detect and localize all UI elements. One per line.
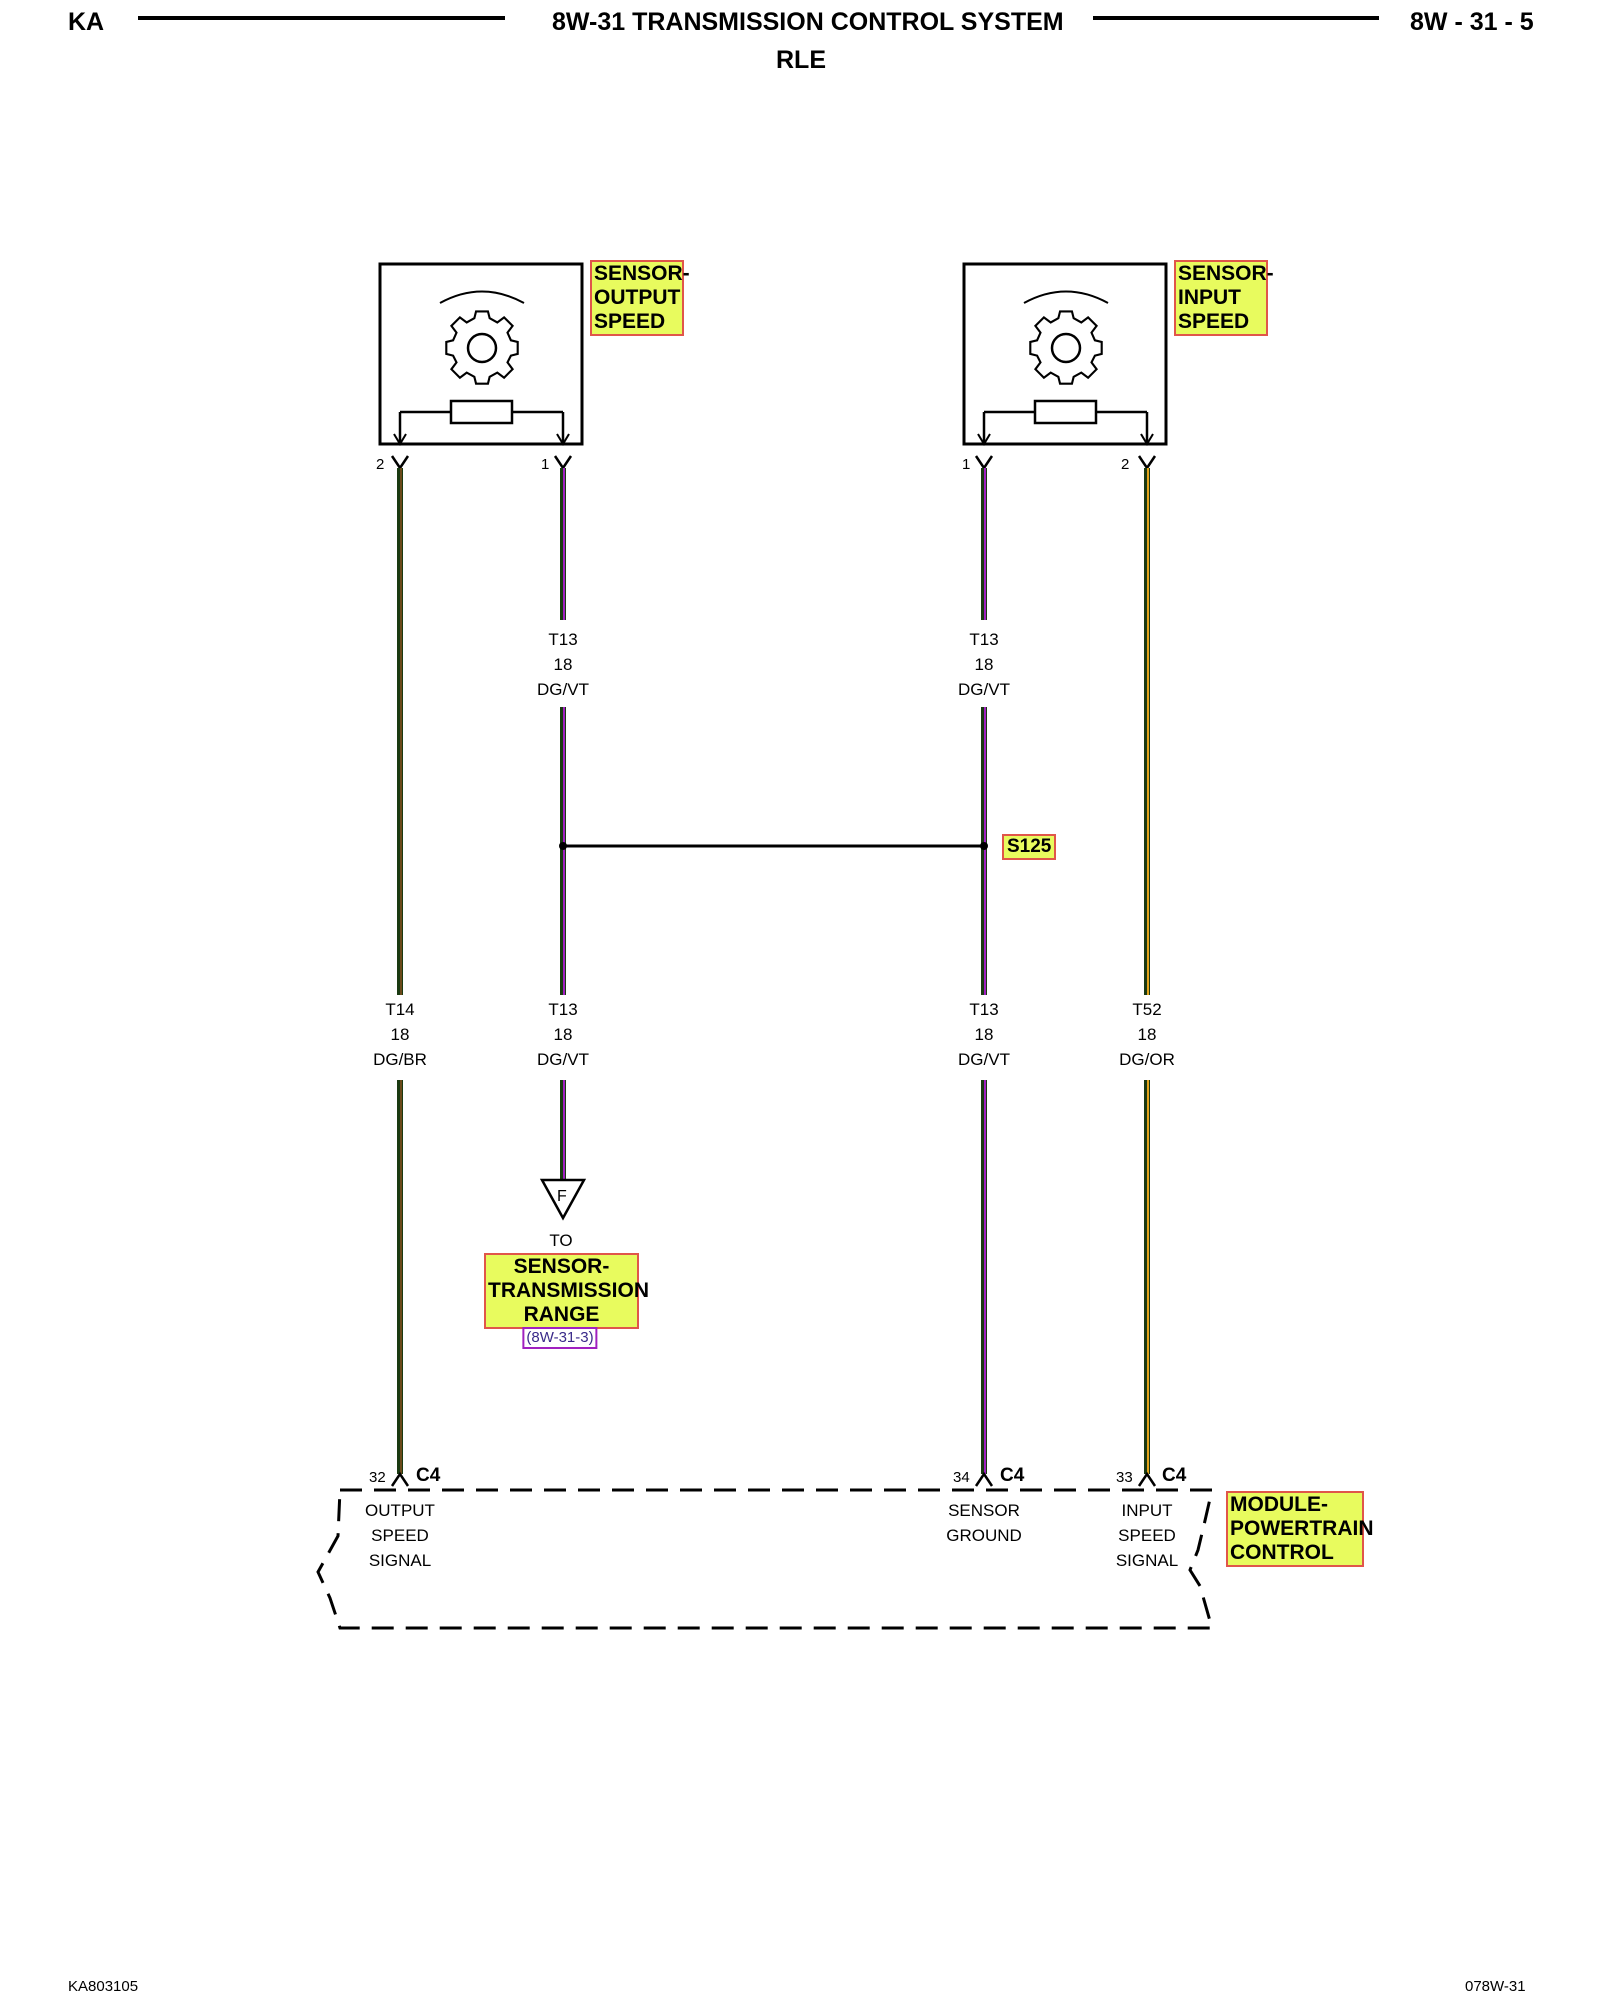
c4-pin-32: 32 xyxy=(369,1469,386,1486)
c4-pin-34: 34 xyxy=(953,1469,970,1486)
sensor-terminals xyxy=(390,455,1157,471)
wire-t13-output-side xyxy=(560,468,566,1180)
wire-circuit: T13 xyxy=(969,1000,999,1019)
wire-gauge: 18 xyxy=(553,655,573,674)
trs-to-label: TO xyxy=(549,1231,573,1250)
header-rule-right xyxy=(1093,16,1379,20)
input-speed-sensor-label: SENSOR- INPUT SPEED xyxy=(1174,260,1274,336)
wire-color: DG/VT xyxy=(537,680,589,699)
wire-color: DG/VT xyxy=(958,1050,1010,1069)
input-speed-sensor-symbol xyxy=(962,262,1168,446)
input-sensor-pin-1: 1 xyxy=(962,456,971,473)
output-speed-sensor-symbol xyxy=(378,262,584,446)
input-sensor-pin-2: 2 xyxy=(1121,456,1130,473)
header-rule-left xyxy=(138,16,505,20)
wire-label-t13-upper-right: T13 18 DG/VT xyxy=(958,627,1010,702)
pcm-input-speed-signal-label: INPUT SPEED SIGNAL xyxy=(1115,1501,1179,1570)
transmission-range-sensor-label: SENSOR- TRANSMISSION RANGE xyxy=(484,1253,649,1329)
wire-gauge: 18 xyxy=(553,1025,573,1044)
c4-connector-label: C4 xyxy=(1162,1465,1187,1486)
wire-label-t13-lower-right: T13 18 DG/VT xyxy=(958,997,1010,1072)
pcm-module-outline xyxy=(316,1488,1214,1630)
wire-label-t52: T52 18 DG/OR xyxy=(1119,997,1175,1072)
wire-label-t13-upper-left: T13 18 DG/VT xyxy=(537,627,589,702)
wire-color: DG/VT xyxy=(537,1050,589,1069)
wire-color: DG/OR xyxy=(1119,1050,1175,1069)
c4-connector-label: C4 xyxy=(416,1465,441,1486)
wire-color: DG/VT xyxy=(958,680,1010,699)
wire-gauge: 18 xyxy=(974,655,994,674)
connector-f-letter: F xyxy=(557,1188,567,1205)
wire-label-t13-lower-left: T13 18 DG/VT xyxy=(537,997,589,1072)
pcm-terminals xyxy=(390,1471,1157,1487)
page-number: 8W - 31 - 5 xyxy=(1410,8,1534,36)
wire-gauge: 18 xyxy=(390,1025,410,1044)
wire-circuit: T13 xyxy=(548,630,578,649)
gear-icon xyxy=(1029,310,1103,385)
pcm-output-speed-signal-label: OUTPUT SPEED SIGNAL xyxy=(365,1501,435,1570)
wire-label-t14: T14 18 DG/BR xyxy=(373,997,427,1072)
wire-circuit: T13 xyxy=(969,630,999,649)
powertrain-control-module-label: MODULE- POWERTRAIN CONTROL xyxy=(1226,1491,1374,1567)
gear-icon xyxy=(445,310,519,385)
page-subtitle: RLE xyxy=(776,46,826,74)
wire-color: DG/BR xyxy=(373,1050,427,1069)
wire-circuit: T52 xyxy=(1132,1000,1162,1019)
wire-gauge: 18 xyxy=(1137,1025,1157,1044)
output-sensor-pin-1: 1 xyxy=(541,456,550,473)
wire-t52 xyxy=(1144,468,1150,1474)
figure-code: KA803105 xyxy=(68,1978,139,1995)
page-title: 8W-31 TRANSMISSION CONTROL SYSTEM xyxy=(552,8,1064,36)
c4-pin-33: 33 xyxy=(1116,1469,1133,1486)
splice-s125-label: S125 xyxy=(1002,834,1057,860)
output-speed-sensor-label: SENSOR- OUTPUT SPEED xyxy=(590,260,690,336)
pcm-sensor-ground-label: SENSOR GROUND xyxy=(946,1501,1022,1545)
splice-s125-symbol xyxy=(559,842,988,850)
header-left-code: KA xyxy=(68,8,105,36)
trs-page-reference-link[interactable]: (8W-31-3) xyxy=(522,1327,598,1349)
c4-connector-label: C4 xyxy=(1000,1465,1025,1486)
wire-circuit: T13 xyxy=(548,1000,578,1019)
wire-circuit: T14 xyxy=(385,1000,415,1019)
output-sensor-pin-2: 2 xyxy=(376,456,385,473)
wire-t13-input-side xyxy=(981,468,987,1474)
wire-gauge: 18 xyxy=(974,1025,994,1044)
section-code: 078W-31 xyxy=(1465,1978,1526,1995)
connector-f-symbol xyxy=(539,1178,587,1221)
wire-t14 xyxy=(397,468,403,1474)
